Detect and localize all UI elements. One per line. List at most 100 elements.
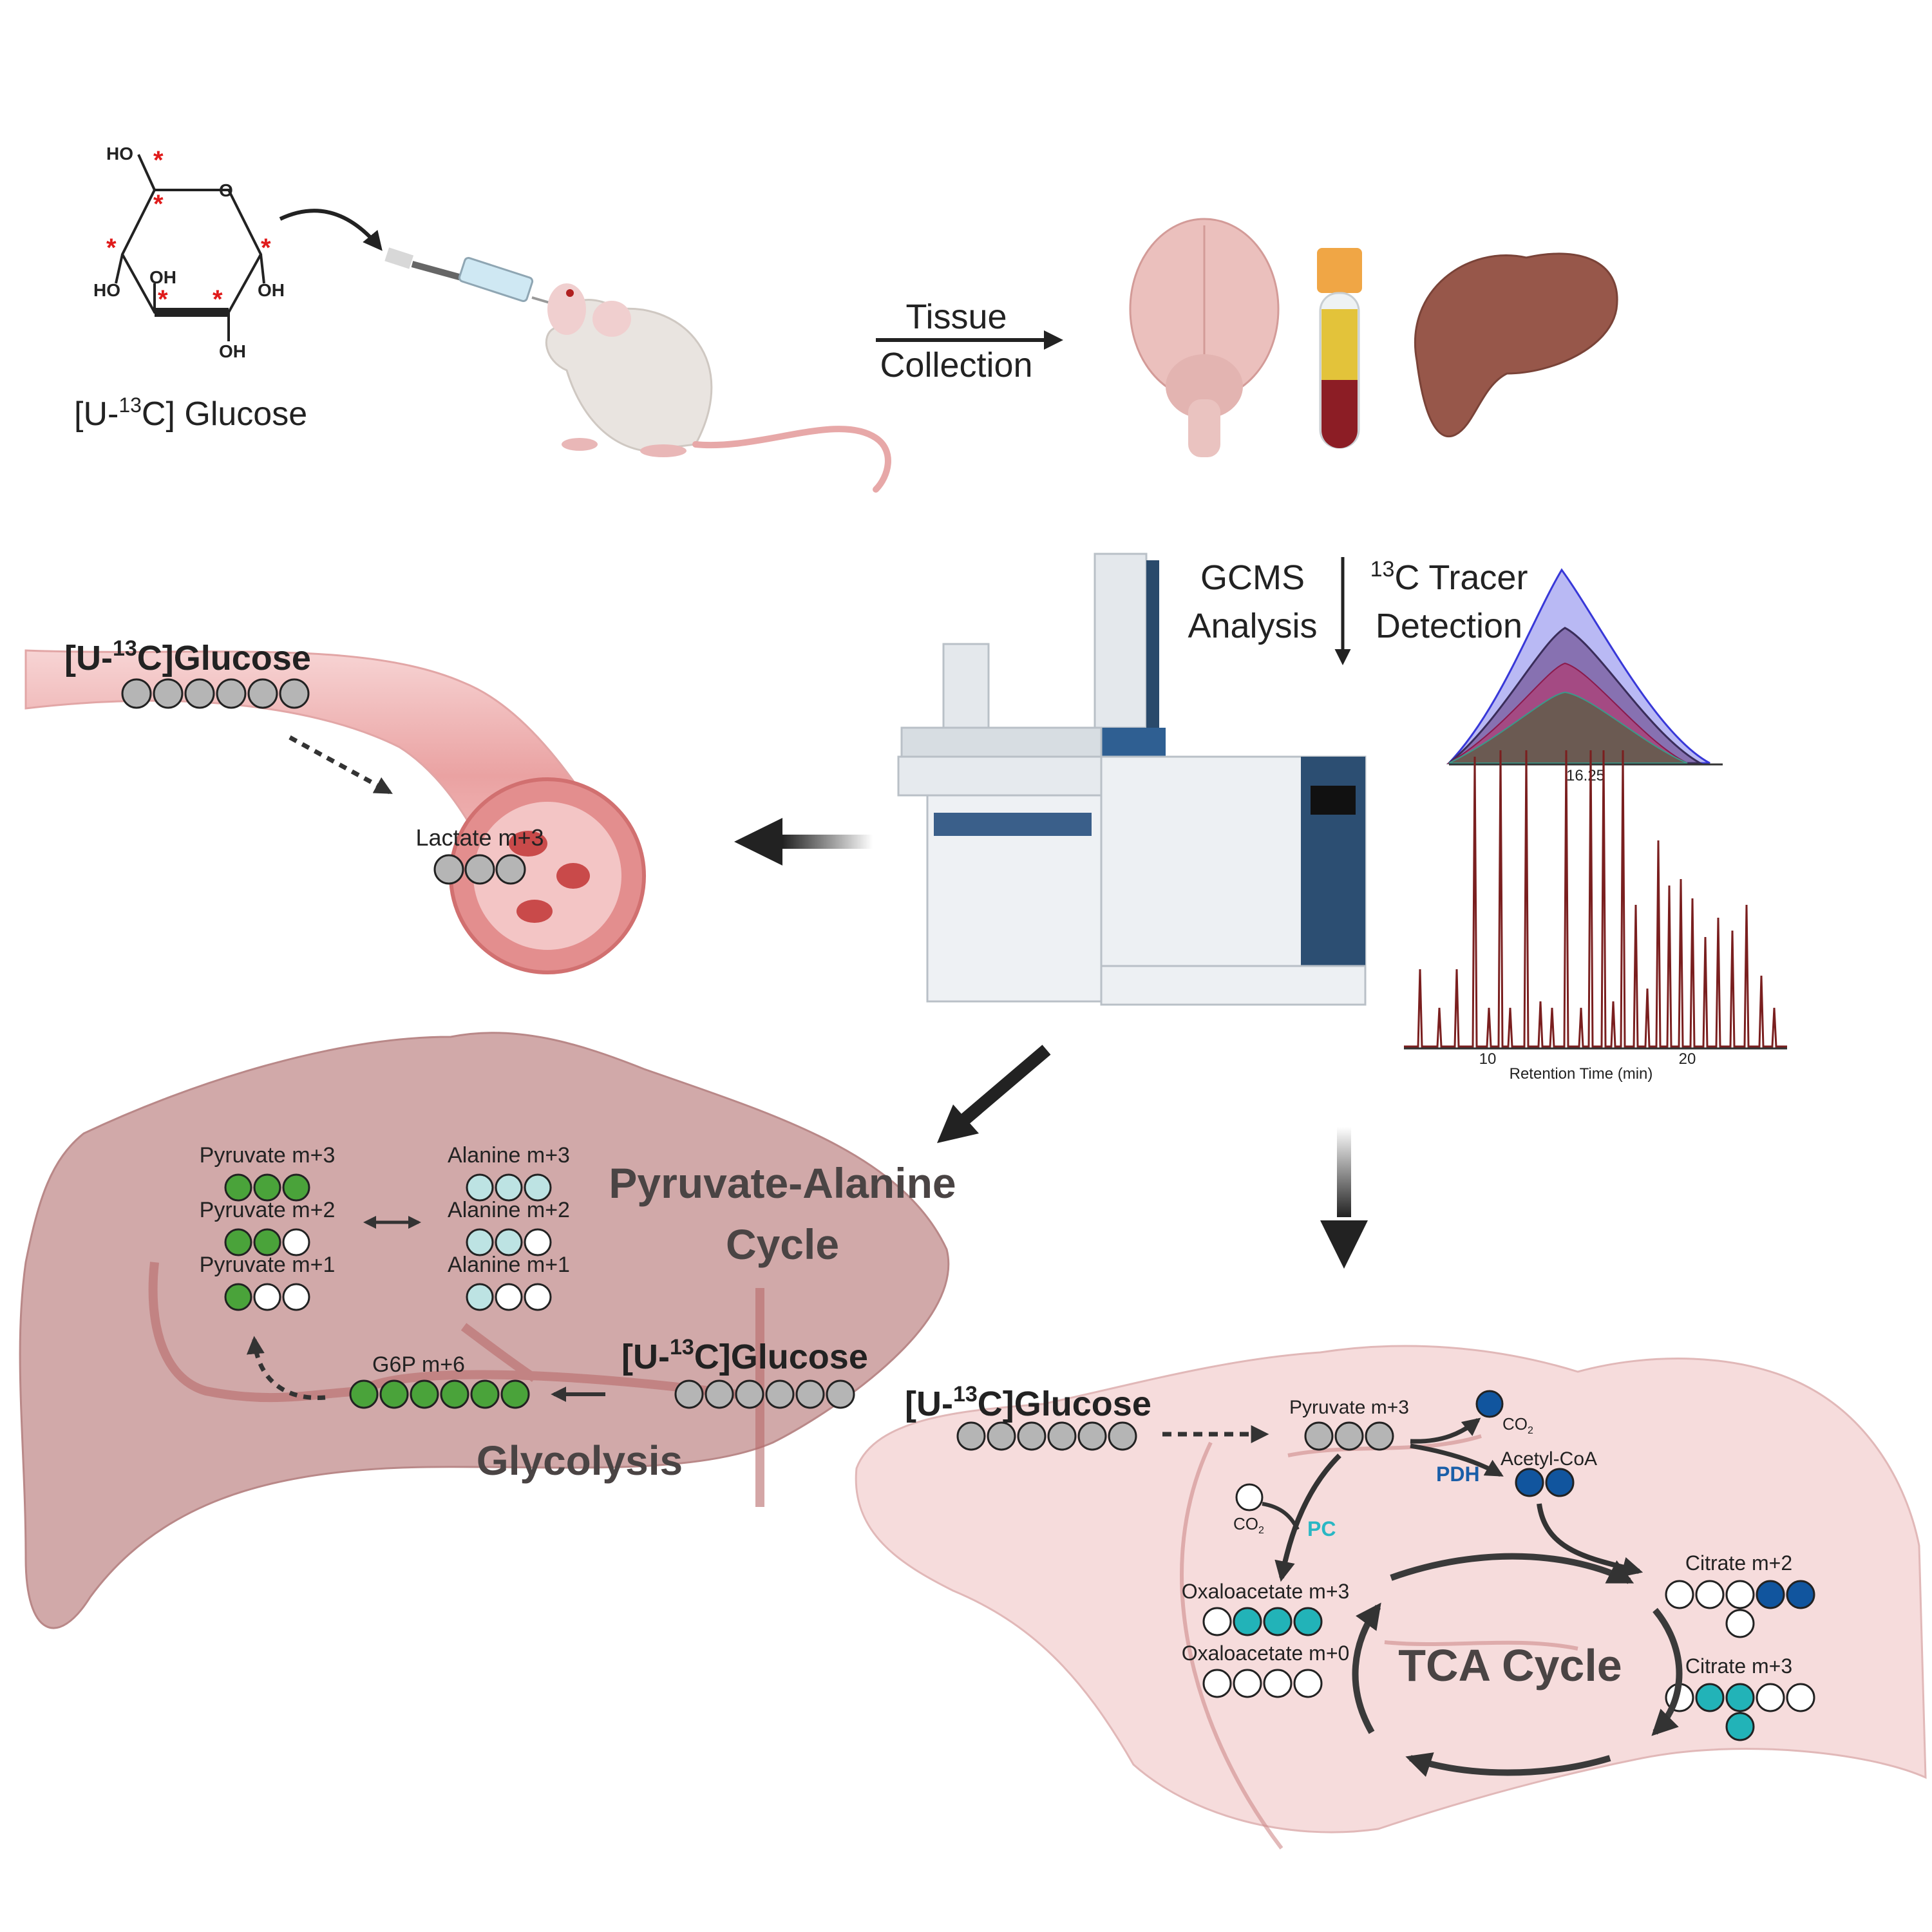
chromatogram-trace bbox=[1404, 750, 1787, 1048]
blood-vessel bbox=[24, 649, 646, 974]
blood-tube bbox=[1317, 248, 1362, 449]
alanine-1-circle-3 bbox=[524, 1173, 552, 1202]
oh-right-label: OH bbox=[258, 280, 285, 300]
brain-glucose-circle-5 bbox=[1077, 1421, 1107, 1451]
pyruvate-label-2: Pyruvate m+2 bbox=[200, 1198, 336, 1222]
tracer-detection-line2: Detection bbox=[1376, 607, 1522, 645]
pyruvate-2-circle-3 bbox=[282, 1228, 310, 1256]
injection-arrow bbox=[279, 209, 383, 251]
citrate2-circle-1 bbox=[1665, 1580, 1694, 1609]
oaa0-circle-3 bbox=[1263, 1669, 1293, 1698]
acetyl-coa-label: Acetyl-CoA bbox=[1501, 1448, 1597, 1470]
co2-top-circle bbox=[1475, 1390, 1504, 1418]
oaa3-circle-1 bbox=[1202, 1607, 1232, 1636]
citrate2-circle-5 bbox=[1786, 1580, 1815, 1609]
chromatogram-tick-1: 10 bbox=[1479, 1050, 1497, 1068]
pyruvate-label-3: Pyruvate m+1 bbox=[200, 1253, 336, 1277]
co2-top-label: CO2 bbox=[1502, 1414, 1533, 1436]
brain-pyruvate-circles bbox=[1304, 1421, 1394, 1451]
citrate2-branch-circle bbox=[1725, 1609, 1755, 1638]
alanine-2-circle-3 bbox=[524, 1228, 552, 1256]
tissue-collection-line1: Tissue bbox=[905, 298, 1007, 336]
liver-glucose-circle-4 bbox=[765, 1379, 795, 1409]
arrow-to-liver-head bbox=[937, 1104, 979, 1143]
acetyl-coa-circles bbox=[1515, 1468, 1575, 1497]
pdh-label: PDH bbox=[1436, 1463, 1480, 1486]
label-marker-5: * bbox=[158, 285, 168, 314]
pyruvate-2-circle-2 bbox=[253, 1228, 281, 1256]
syringe bbox=[384, 247, 554, 305]
citrate3-branch-circle bbox=[1725, 1712, 1755, 1741]
g6p-circle-4 bbox=[440, 1379, 469, 1409]
blood-dashed-arrow bbox=[289, 735, 393, 795]
tca-arrow-bottom bbox=[1405, 1752, 1611, 1777]
g6p-to-pyruvate-dashed-arrow bbox=[246, 1336, 326, 1400]
oaa3-circle-3 bbox=[1263, 1607, 1293, 1636]
oaa0-circle-2 bbox=[1233, 1669, 1262, 1698]
arrow-to-blood bbox=[782, 835, 873, 849]
acetyl-coa-circle-2 bbox=[1545, 1468, 1575, 1497]
tracer-detection-line1: 13C Tracer bbox=[1370, 557, 1528, 597]
alanine-label-1: Alanine m+3 bbox=[448, 1143, 570, 1168]
pyruvate-1-circle-2 bbox=[253, 1173, 281, 1202]
citrate2-circle-3 bbox=[1725, 1580, 1755, 1609]
chromatogram-peaks bbox=[1404, 750, 1787, 1048]
alanine-2-circle-2 bbox=[495, 1228, 523, 1256]
brain-glucose-circle-3 bbox=[1017, 1421, 1046, 1451]
citrate3-label: Citrate m+3 bbox=[1685, 1654, 1792, 1678]
glucose-structure-caption: [U-13C] Glucose bbox=[74, 393, 307, 433]
peak-4 bbox=[1448, 691, 1688, 764]
lactate-circle-2 bbox=[464, 854, 495, 885]
isotopologue-peaks: 16.25 bbox=[1446, 568, 1723, 784]
tca-arrow-left bbox=[1352, 1602, 1381, 1734]
gcms-instrument bbox=[897, 553, 1367, 1006]
citrate2-circles bbox=[1665, 1580, 1815, 1638]
alanine-1-circle-2 bbox=[495, 1173, 523, 1202]
oaa3-circles bbox=[1202, 1607, 1323, 1636]
alanine-label-2: Alanine m+2 bbox=[448, 1198, 570, 1222]
pyruvate-label-1: Pyruvate m+3 bbox=[200, 1143, 336, 1168]
alanine-3-circle-3 bbox=[524, 1283, 552, 1311]
liver-illustration bbox=[1414, 252, 1618, 437]
oaa3-label: Oxaloacetate m+3 bbox=[1182, 1580, 1350, 1603]
brain-pyruvate-circle-2 bbox=[1334, 1421, 1364, 1451]
citrate2-label: Citrate m+2 bbox=[1685, 1551, 1792, 1575]
ho-left-label: HO bbox=[93, 280, 120, 300]
citrate2-circle-2 bbox=[1695, 1580, 1725, 1609]
tca-arrow-right bbox=[1651, 1607, 1683, 1736]
brain-illustration bbox=[1129, 218, 1280, 457]
blood-glucose-circle-4 bbox=[216, 678, 247, 709]
citrate3-circle-5 bbox=[1786, 1683, 1815, 1712]
oaa0-circles bbox=[1202, 1669, 1323, 1698]
lactate-circle-1 bbox=[433, 854, 464, 885]
pyruvate-3-circle-1 bbox=[224, 1283, 252, 1311]
blood-glucose-circle-6 bbox=[279, 678, 310, 709]
liver-glucose-circle-2 bbox=[705, 1379, 734, 1409]
glucose-structure: HO O OH HO OH OH * * * * * * bbox=[93, 144, 285, 361]
label-marker-2: * bbox=[153, 190, 164, 218]
blood-glucose-circle-3 bbox=[184, 678, 215, 709]
ho-top-label: HO bbox=[106, 144, 133, 164]
brain-pyruvate-circle-3 bbox=[1365, 1421, 1394, 1451]
citrate3-circles bbox=[1665, 1683, 1815, 1741]
blood-glucose-circle-5 bbox=[247, 678, 278, 709]
co2-left-label: CO2 bbox=[1233, 1514, 1264, 1536]
pyruvate-1-circle-1 bbox=[224, 1173, 252, 1202]
pc-label: PC bbox=[1307, 1517, 1336, 1540]
brain-glucose-circle-2 bbox=[987, 1421, 1016, 1451]
g6p-circle-3 bbox=[410, 1379, 439, 1409]
brain-glucose-circles bbox=[956, 1421, 1137, 1451]
arrow-to-brain bbox=[1337, 1127, 1351, 1217]
g6p-circle-1 bbox=[349, 1379, 379, 1409]
glycolysis-label: Glycolysis bbox=[477, 1437, 683, 1484]
citrate3-circle-3 bbox=[1725, 1683, 1755, 1712]
chromatogram-xlabel: Retention Time (min) bbox=[1510, 1065, 1653, 1083]
tca-cycle-label: TCA Cycle bbox=[1398, 1640, 1622, 1690]
citrate3-circle-4 bbox=[1756, 1683, 1785, 1712]
g6p-circle-2 bbox=[379, 1379, 409, 1409]
oaa3-circle-2 bbox=[1233, 1607, 1262, 1636]
alanine-3-circle-1 bbox=[466, 1283, 494, 1311]
citrate2-circle-4 bbox=[1756, 1580, 1785, 1609]
